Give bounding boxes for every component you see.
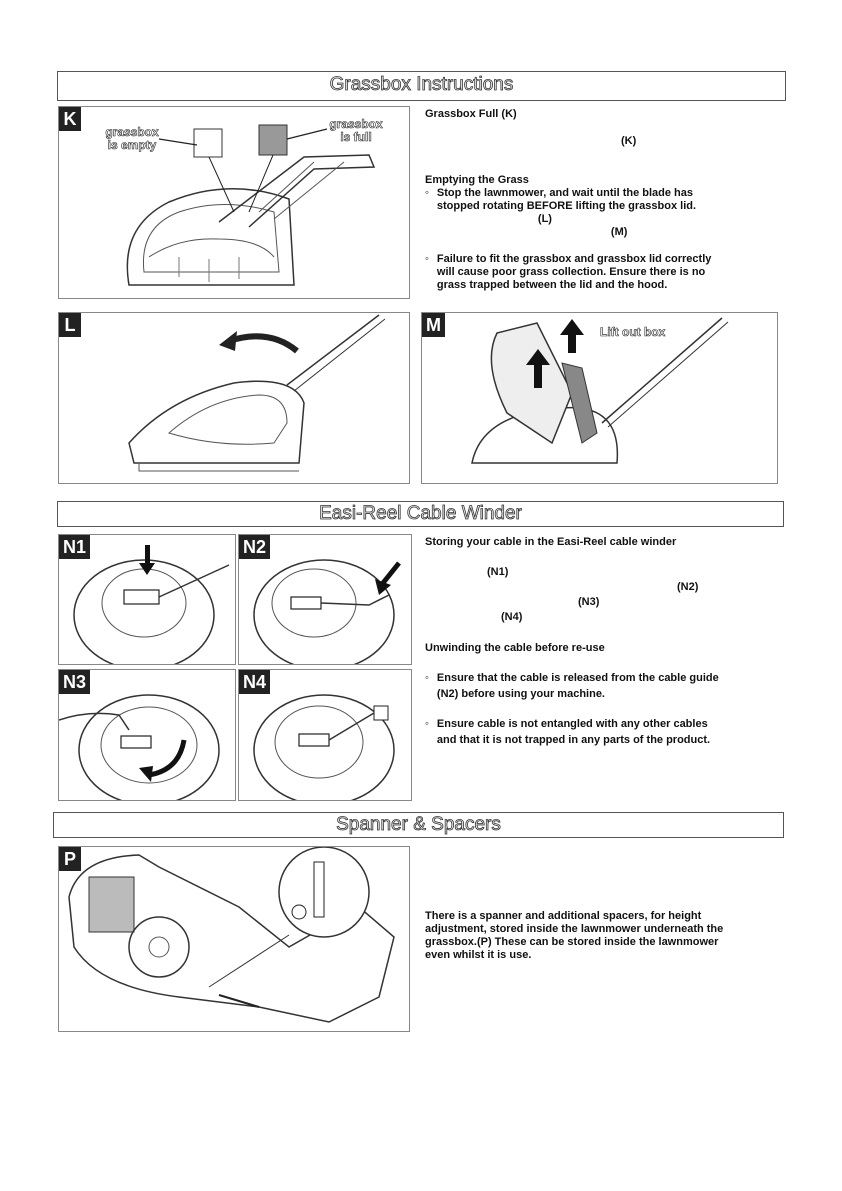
unwinding-heading: Unwinding the cable before re-use xyxy=(425,642,605,654)
bullet-marker: ◦ xyxy=(425,718,429,730)
unwinding-bullet-1-line-1: Ensure that the cable is released from t… xyxy=(436,672,719,684)
bullet-2-line-3: grass trapped between the lid and the ho… xyxy=(436,279,668,291)
unwinding-bullet-2-line-1: Ensure cable is not entangled with any o… xyxy=(436,718,708,730)
bullet-2-line-2: will cause poor grass collection. Ensure… xyxy=(436,266,706,278)
lid-lift-drawing xyxy=(128,314,386,472)
unwinding-bullet-1: ◦ Ensure that the cable is released from… xyxy=(425,672,785,701)
emptying-bullet-2: ◦ Failure to fit the grassbox and grassb… xyxy=(425,253,785,292)
unwinding-bullet-1-line-2: (N2) before using your machine. xyxy=(436,688,605,700)
cable-reel-n2-drawing xyxy=(253,559,401,664)
cable-reel-n4-drawing xyxy=(253,694,395,800)
grassbox-instructions-text: Grassbox Full (K) (K) Emptying the Grass… xyxy=(425,108,785,298)
unwinding-bullet-2: ◦ Ensure cable is not entangled with any… xyxy=(425,718,785,747)
spanner-storage-drawing xyxy=(68,847,395,1023)
unwinding-bullet-2-line-2: and that it is not trapped in any parts … xyxy=(436,734,711,746)
panel-tag-n1: N1 xyxy=(59,535,91,559)
emptying-heading: Emptying the Grass xyxy=(425,174,529,186)
panel-tag-n4: N4 xyxy=(239,670,271,694)
bullet-1-line-2: stopped rotating BEFORE lifting the gras… xyxy=(436,200,697,212)
spanner-text-line-3: grassbox.(P) These can be stored inside … xyxy=(425,936,719,948)
ref-n2: (N2) xyxy=(677,581,699,593)
spanner-text-line-2: adjustment, stored inside the lawnmower … xyxy=(425,923,724,935)
panel-n3-illustration: N3 xyxy=(58,669,236,801)
lift-out-box-drawing xyxy=(471,317,729,464)
cable-section-header: Easi-Reel Cable Winder xyxy=(57,501,784,527)
grassbox-full-heading: Grassbox Full (K) xyxy=(425,108,517,120)
bullet-marker: ◦ xyxy=(425,672,429,684)
spanner-section-header: Spanner & Spacers xyxy=(53,812,784,838)
spanner-text-line-1: There is a spanner and additional spacer… xyxy=(425,910,702,922)
panel-p-illustration: P xyxy=(58,846,410,1032)
ref-m: (M) xyxy=(610,226,628,238)
ref-n4: (N4) xyxy=(501,611,523,623)
panel-n2-illustration: N2 xyxy=(238,534,412,665)
bullet-marker: ◦ xyxy=(425,187,429,199)
panel-m-illustration: M Lift out box xyxy=(421,312,778,484)
panel-n1-illustration: N1 xyxy=(58,534,236,665)
panel-n4-illustration: N4 xyxy=(238,669,412,801)
storing-heading: Storing your cable in the Easi-Reel cabl… xyxy=(425,536,677,548)
spanner-text-line-4: even whilst it is use. xyxy=(425,949,532,961)
panel-tag-k: K xyxy=(59,107,81,131)
panel-tag-l: L xyxy=(59,313,81,337)
panel-tag-p: P xyxy=(59,847,81,871)
ref-n3: (N3) xyxy=(578,596,600,608)
emptying-bullet-1: ◦ Stop the lawnmower, and wait until the… xyxy=(425,187,785,239)
cable-reel-n1-drawing xyxy=(73,545,230,664)
grassbox-section-header: Grassbox Instructions xyxy=(57,71,786,101)
label-lift-out-box: Lift out box xyxy=(600,325,666,339)
panel-l-illustration: L xyxy=(58,312,410,484)
lawnmower-grassbox-drawing xyxy=(126,124,376,286)
cable-winder-text: Storing your cable in the Easi-Reel cabl… xyxy=(425,536,785,746)
spanner-spacers-text: There is a spanner and additional spacer… xyxy=(425,910,785,970)
panel-tag-m: M xyxy=(422,313,445,337)
bullet-marker: ◦ xyxy=(425,253,429,265)
panel-tag-n3: N3 xyxy=(59,670,91,694)
bullet-2-line-1: Failure to fit the grassbox and grassbox… xyxy=(436,253,712,265)
panel-tag-n2: N2 xyxy=(239,535,271,559)
ref-n1: (N1) xyxy=(487,566,509,578)
ref-l: (L) xyxy=(537,213,552,225)
cable-reel-n3-drawing xyxy=(59,694,220,800)
grassbox-full-ref: (K) xyxy=(621,135,637,147)
bullet-1-line-1: Stop the lawnmower, and wait until the b… xyxy=(436,187,693,199)
